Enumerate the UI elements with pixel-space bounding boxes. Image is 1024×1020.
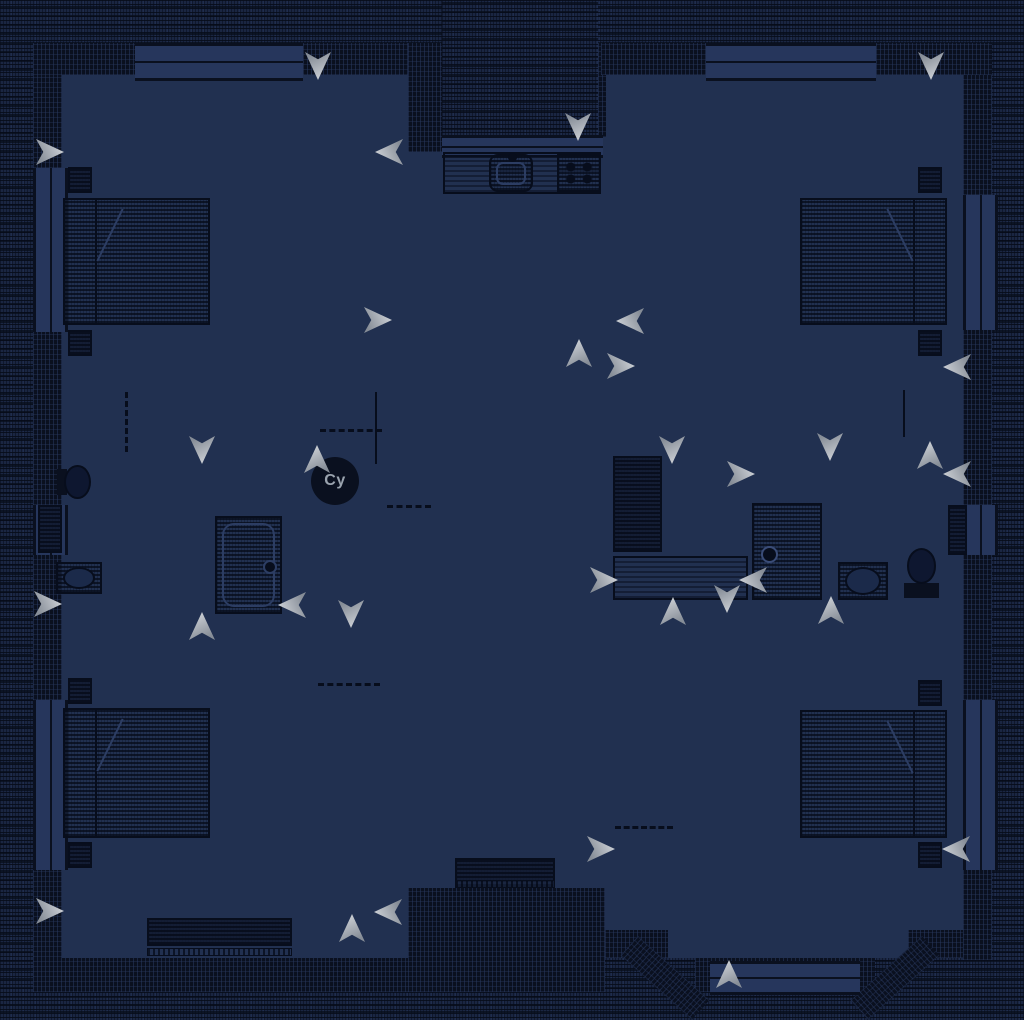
partition-line [387, 505, 431, 508]
nightstand [68, 842, 92, 868]
wall-segment [33, 958, 440, 992]
washbasin-right [838, 562, 888, 600]
nightstand [68, 330, 92, 356]
nightstand [68, 167, 92, 193]
radiator-left [38, 505, 62, 553]
toilet-right [903, 548, 940, 598]
shower [752, 503, 822, 600]
hall-shelf [455, 880, 555, 888]
nightstand [918, 680, 942, 706]
kitchen-sink [489, 153, 533, 192]
window [963, 505, 998, 555]
partition-line [320, 429, 382, 432]
window [706, 43, 876, 81]
wall-segment [33, 43, 135, 75]
partition-line [903, 390, 905, 437]
partition-line [318, 683, 380, 686]
nightstand [918, 167, 942, 193]
window [33, 700, 68, 870]
stove [557, 154, 601, 192]
wardrobe-rail [147, 948, 292, 956]
radiator-right [948, 505, 967, 555]
wall-segment [963, 870, 992, 960]
wall-segment [408, 43, 442, 152]
wall-segment [601, 43, 706, 75]
tall-cabinet [613, 456, 662, 552]
exterior-area [442, 0, 598, 137]
bed-bottom-left [63, 708, 210, 838]
toilet-left [57, 465, 91, 499]
bathtub [215, 516, 282, 614]
washbasin-left [56, 562, 102, 594]
nightstand [68, 678, 92, 704]
partition-line [125, 392, 128, 452]
bed-top-left [63, 198, 210, 325]
partition-line [375, 392, 377, 464]
bed-bottom-right [800, 710, 947, 838]
wall-segment [598, 43, 606, 137]
wall-segment [963, 555, 992, 700]
wall-segment [408, 888, 605, 992]
nightstand [918, 842, 942, 868]
bed-top-right [800, 198, 947, 325]
wardrobe [147, 918, 292, 946]
wall-segment [963, 75, 992, 195]
window [135, 43, 303, 81]
nightstand [918, 330, 942, 356]
partition-line [615, 826, 673, 829]
window [963, 195, 998, 330]
window [963, 700, 998, 870]
